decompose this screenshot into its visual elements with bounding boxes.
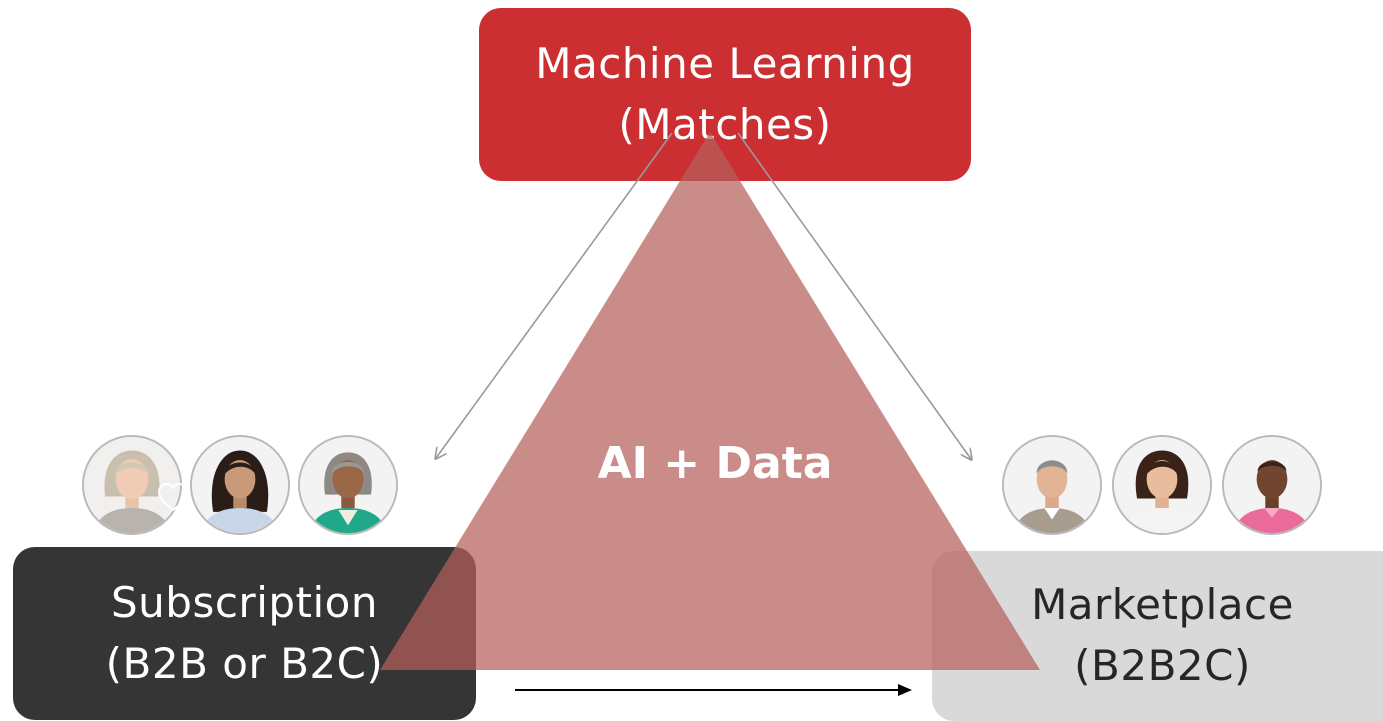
- woman-brown-hair-avatar: [1112, 435, 1212, 535]
- machine-learning-box: Machine Learning (Matches): [479, 8, 971, 181]
- subscription-subtitle: (B2B or B2C): [105, 638, 384, 688]
- woman-dark-hair-avatar: [190, 435, 290, 535]
- man-pink-shirt-avatar: [1222, 435, 1322, 535]
- marketplace-title: Marketplace: [1031, 580, 1294, 630]
- heart-outline-icon: [157, 482, 189, 512]
- man-gray-sweater-avatar: [1002, 435, 1102, 535]
- machine-learning-title: Machine Learning: [535, 38, 915, 88]
- marketplace-box: Marketplace (B2B2C): [932, 551, 1383, 721]
- woman-gray-hair-avatar: [82, 435, 182, 535]
- arrow-ml-to-marketplace: [737, 132, 971, 459]
- marketplace-subtitle: (B2B2C): [1074, 641, 1251, 690]
- ai-data-label: AI + Data: [597, 438, 833, 489]
- woman-green-jacket-avatar: [298, 435, 398, 535]
- subscription-title: Subscription: [111, 577, 378, 627]
- arrow-ml-to-subscription: [436, 132, 673, 458]
- subscription-box: Subscription (B2B or B2C): [13, 547, 476, 720]
- machine-learning-subtitle: (Matches): [618, 99, 832, 149]
